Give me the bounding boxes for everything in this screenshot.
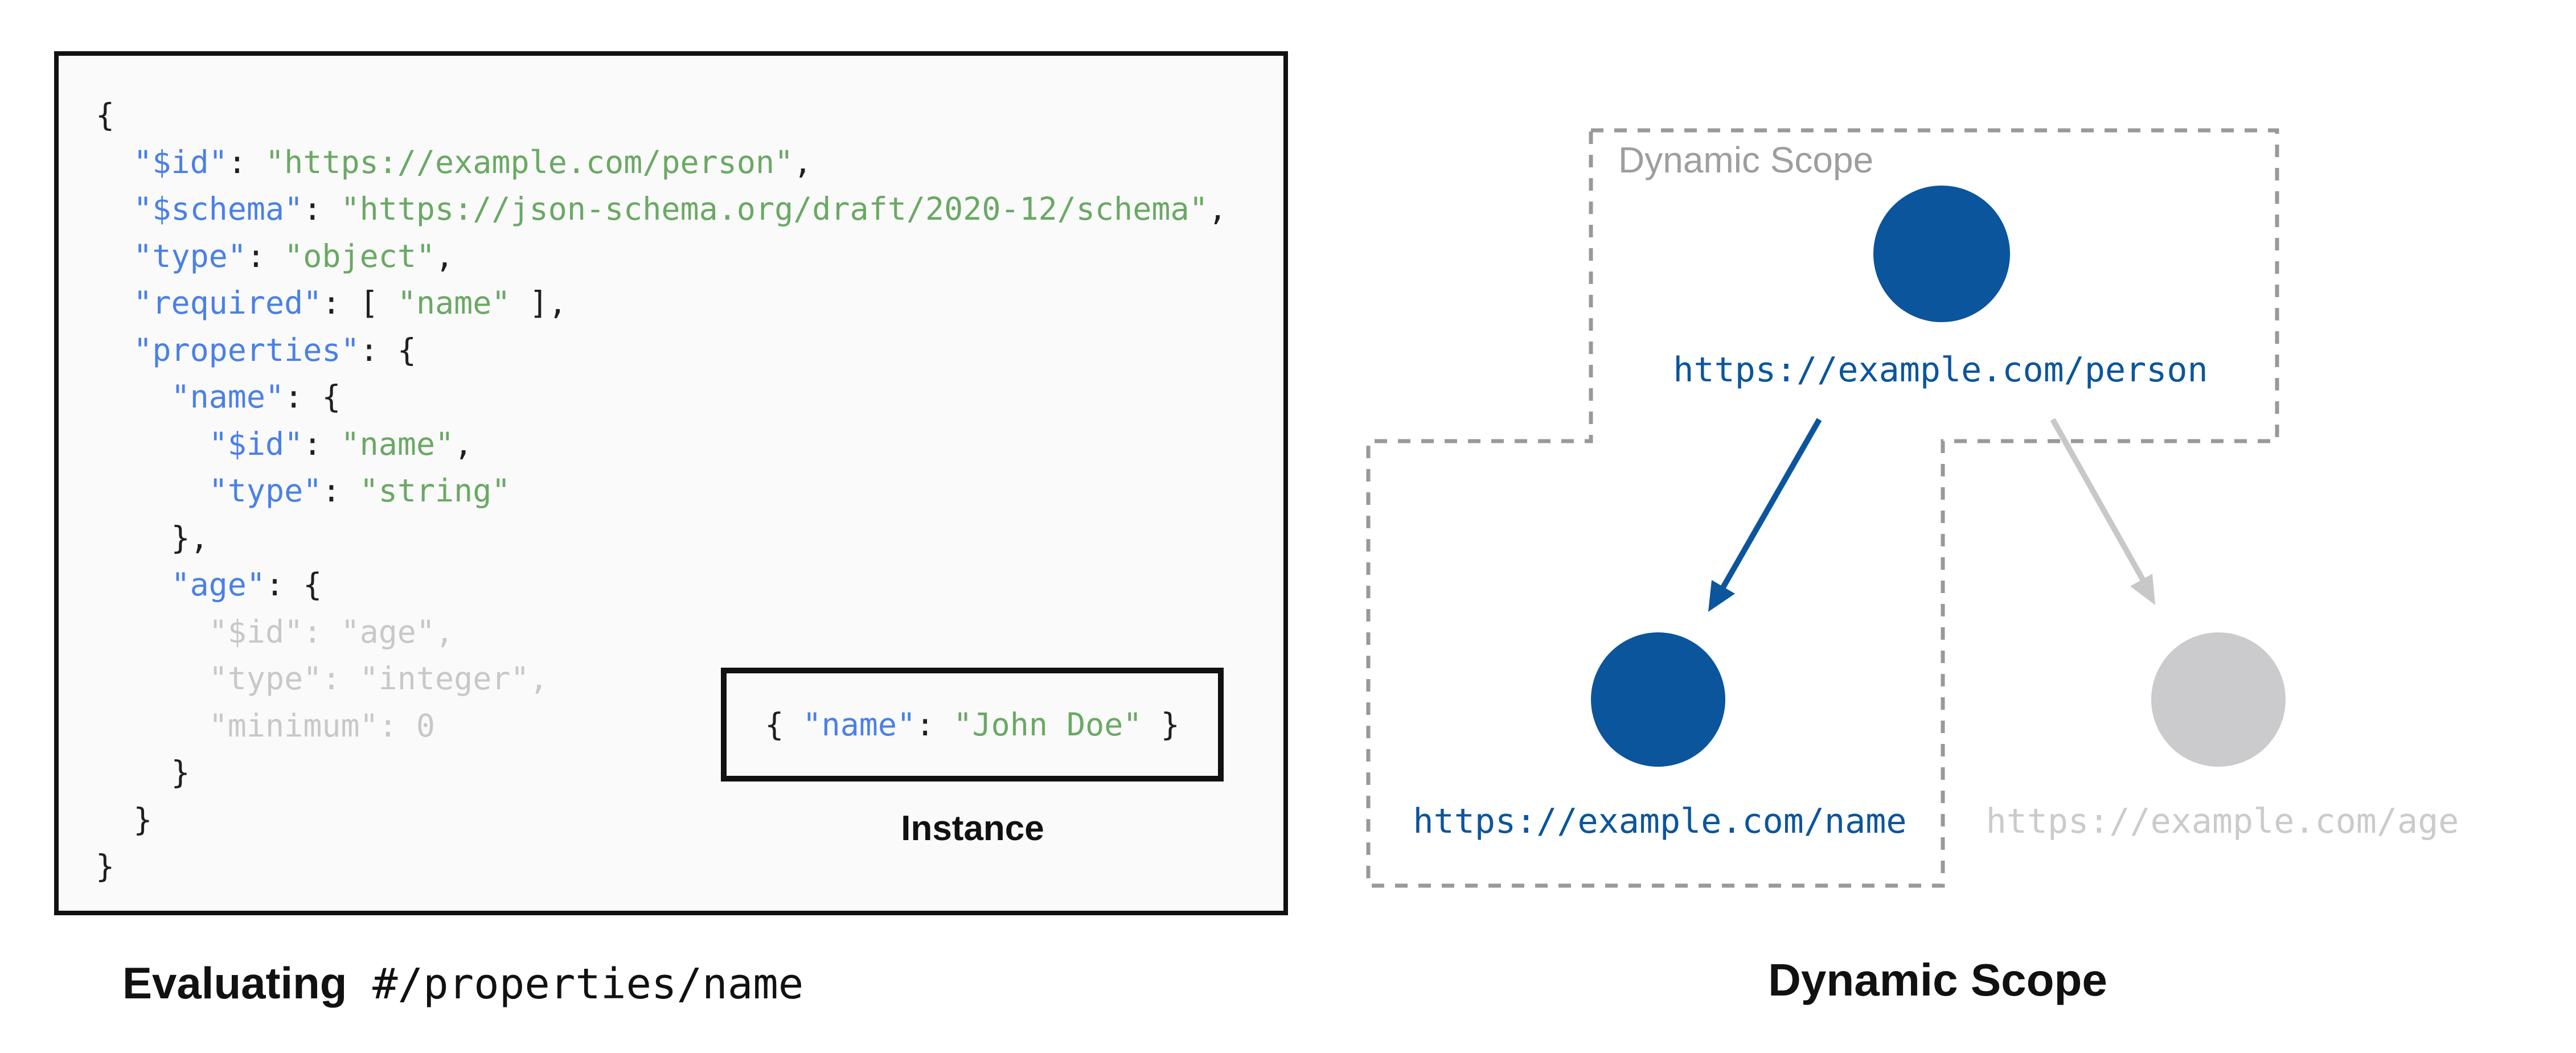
person-schema-node (1873, 186, 2010, 322)
person-url-label: https://example.com/person (1673, 350, 2208, 390)
person-to-name-arrowhead-icon (1708, 580, 1735, 612)
age-url-label: https://example.com/age (1986, 801, 2459, 841)
dynamic-scope-inner-label: Dynamic Scope (1618, 139, 1874, 180)
left-caption-evaluating: Evaluating (122, 958, 347, 1008)
right-caption: Dynamic Scope (1768, 955, 2107, 1005)
person-to-name-arrow-line (1720, 418, 1822, 589)
name-url-label: https://example.com/name (1413, 801, 1907, 841)
schema-code-panel: { "$id": "https://example.com/person", "… (54, 51, 1288, 915)
person-to-age-arrowhead-icon (2130, 574, 2155, 605)
name-schema-node (1591, 632, 1725, 767)
person-to-age-arrow-line (2050, 418, 2146, 581)
dynamic-scope-outline (1366, 128, 2279, 888)
left-caption-pointer: #/properties/name (347, 960, 804, 1009)
schema-code: { "$id": "https://example.com/person", "… (96, 97, 1227, 885)
instance-box: { "name": "John Doe" } (721, 668, 1224, 781)
left-caption: Evaluating #/properties/name (122, 957, 803, 1009)
instance-label: Instance (901, 809, 1044, 848)
age-schema-node (2151, 632, 2286, 767)
instance-code: { "name": "John Doe" } (765, 706, 1180, 743)
